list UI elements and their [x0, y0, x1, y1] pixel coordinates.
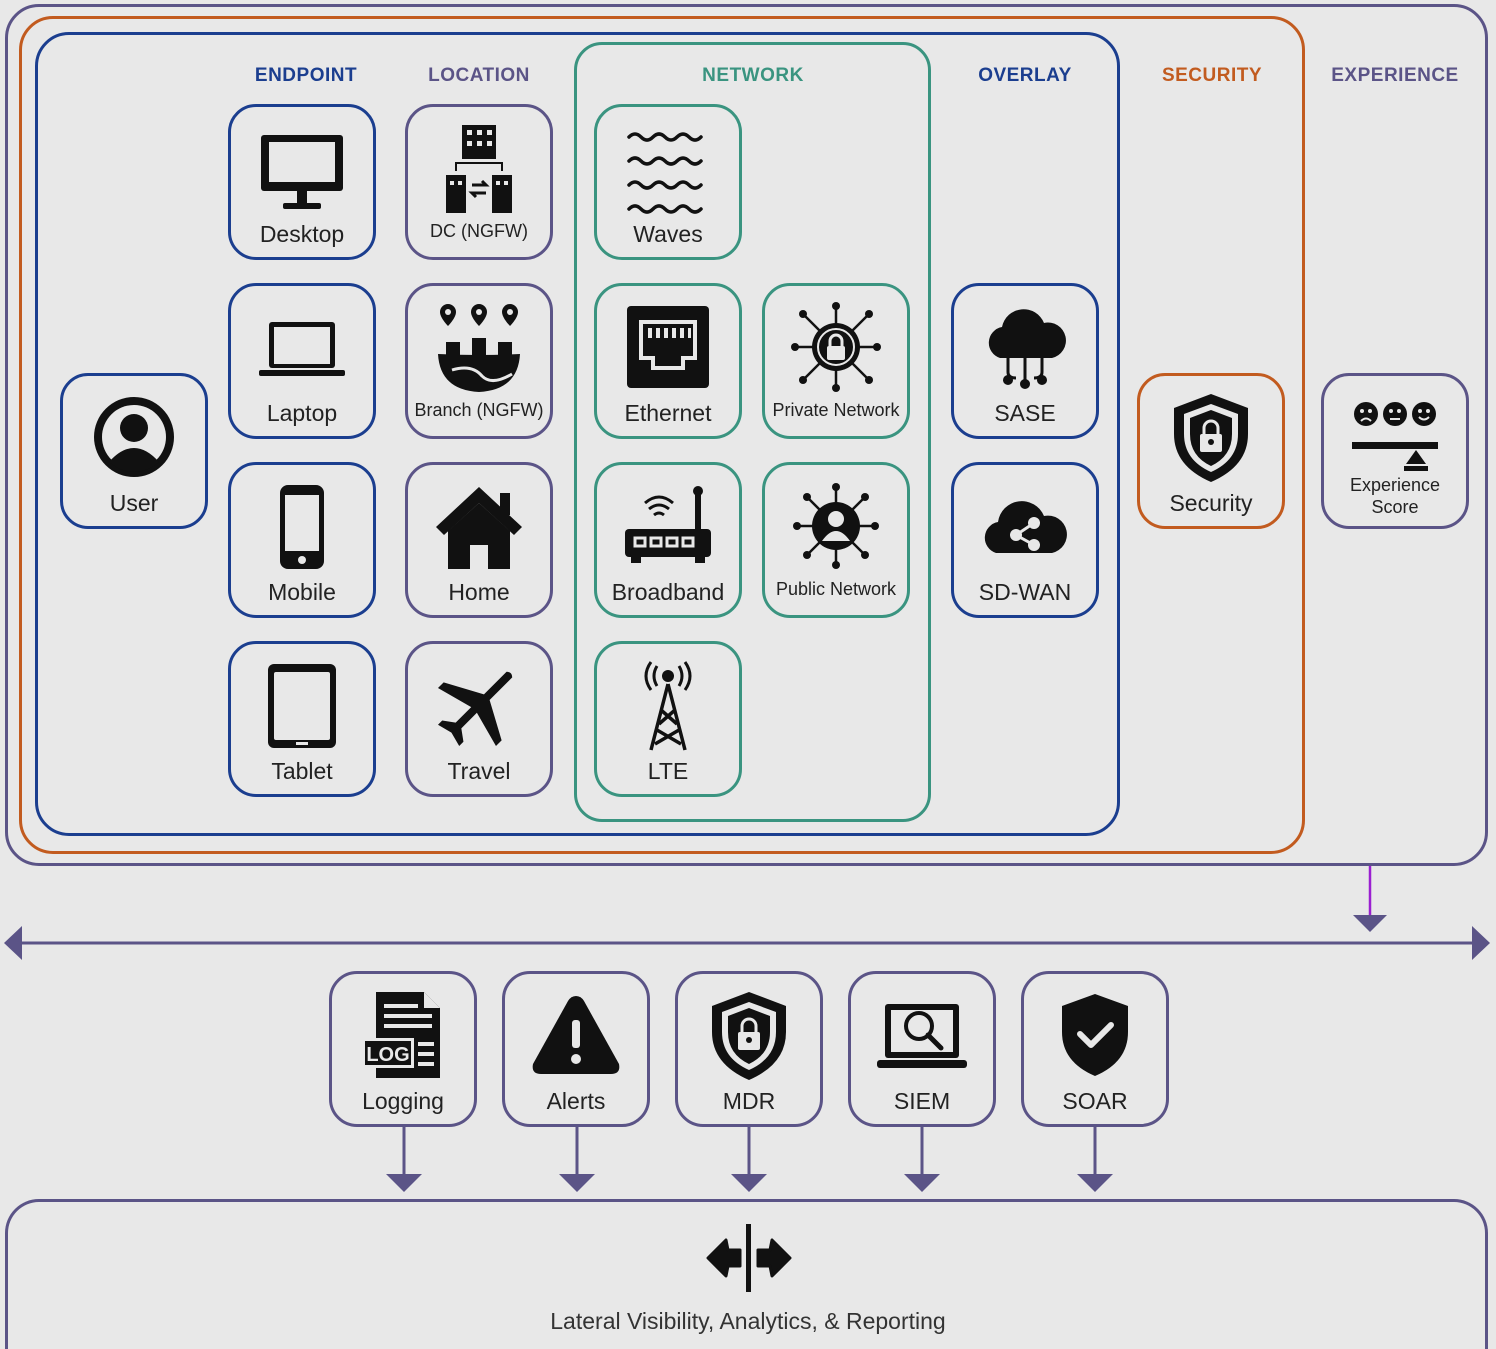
tile-broadband[interactable]: Broadband [594, 462, 742, 618]
visibility-label: Lateral Visibility, Analytics, & Reporti… [550, 1308, 946, 1334]
logging-down-arrowhead [386, 1174, 422, 1192]
shield-lock-icon [712, 992, 786, 1080]
tile-dc[interactable]: DC (NGFW) [405, 104, 553, 260]
alerts-down-arrowhead [559, 1174, 595, 1192]
tile-security-label: Security [1169, 490, 1253, 516]
user-icon [94, 397, 174, 477]
tile-branch[interactable]: Branch (NGFW) [405, 283, 553, 439]
tile-mdr[interactable]: MDR [675, 971, 823, 1127]
tile-alerts-label: Alerts [546, 1088, 606, 1114]
tile-logging-label: Logging [362, 1088, 444, 1114]
tile-laptop[interactable]: Laptop [228, 283, 376, 439]
laptop-icon [259, 322, 345, 376]
header-endpoint: ENDPOINT [254, 65, 358, 86]
tile-sase[interactable]: SASE [951, 283, 1099, 439]
mobile-icon [280, 485, 324, 569]
desktop-icon [261, 135, 343, 209]
log-icon-text: LOG [366, 1044, 409, 1066]
tile-lte-label: LTE [647, 758, 689, 784]
tile-desktop-label: Desktop [259, 221, 345, 247]
warning-icon [532, 996, 620, 1074]
bus-left-arrowhead [4, 926, 22, 960]
visibility-frame [5, 1199, 1488, 1349]
datacenter-icon [446, 125, 512, 213]
home-icon [436, 487, 522, 569]
mdr-down-arrowhead [731, 1174, 767, 1192]
experience-label-line2: Score [1371, 497, 1419, 517]
experience-down-arrowhead [1353, 915, 1387, 932]
experience-frame [5, 4, 1488, 866]
tile-public-network[interactable]: Public Network [762, 462, 910, 618]
tile-travel-label: Travel [447, 758, 511, 784]
private-network-icon [791, 302, 881, 392]
soar-down-arrowhead [1077, 1174, 1113, 1192]
tile-siem[interactable]: SIEM [848, 971, 996, 1127]
tile-desktop[interactable]: Desktop [228, 104, 376, 260]
tablet-icon [268, 664, 336, 748]
experience-label-line1: Experience [1349, 475, 1441, 495]
tile-sdwan-label: SD-WAN [978, 579, 1072, 605]
overlay-frame [35, 32, 1120, 836]
tile-logging[interactable]: LOG Logging [329, 971, 477, 1127]
header-network: NETWORK [702, 65, 804, 86]
tile-private-network-label: Private Network [772, 400, 900, 420]
security-frame [19, 16, 1305, 854]
lateral-arrows-icon [706, 1224, 792, 1292]
tile-mobile-label: Mobile [268, 579, 336, 605]
tile-mdr-label: MDR [722, 1088, 776, 1114]
tile-security[interactable]: Security [1137, 373, 1285, 529]
cell-tower-icon [644, 661, 692, 751]
shield-lock-icon [1174, 394, 1248, 482]
shield-check-icon [1062, 994, 1128, 1076]
tile-travel[interactable]: Travel [405, 641, 553, 797]
tile-siem-label: SIEM [893, 1088, 951, 1114]
waves-icon [627, 132, 703, 214]
network-frame [574, 42, 931, 822]
tile-experience-score-label: Experience Score [1324, 474, 1466, 518]
tile-soar[interactable]: SOAR [1021, 971, 1169, 1127]
siem-down-arrowhead [904, 1174, 940, 1192]
router-icon [625, 486, 711, 563]
tile-sdwan[interactable]: SD-WAN [951, 462, 1099, 618]
tile-ethernet[interactable]: Ethernet [594, 283, 742, 439]
tile-tablet-label: Tablet [271, 758, 333, 784]
tile-branch-label: Branch (NGFW) [414, 400, 544, 420]
tile-public-network-label: Public Network [775, 579, 897, 599]
header-security: SECURITY [1161, 65, 1263, 86]
tile-lte[interactable]: LTE [594, 641, 742, 797]
tile-waves[interactable]: Waves [594, 104, 742, 260]
branch-map-icon [438, 304, 520, 392]
tile-broadband-label: Broadband [611, 579, 725, 605]
tile-experience-score[interactable]: Experience Score [1321, 373, 1469, 529]
header-location: LOCATION [428, 65, 530, 86]
tile-laptop-label: Laptop [266, 400, 338, 426]
airplane-icon [437, 671, 513, 747]
public-network-icon [793, 483, 879, 569]
experience-meter-icon [1352, 402, 1438, 471]
tile-sase-label: SASE [994, 400, 1056, 426]
tile-tablet[interactable]: Tablet [228, 641, 376, 797]
tile-soar-label: SOAR [1062, 1088, 1128, 1114]
laptop-search-icon [877, 1004, 967, 1068]
header-experience: EXPERIENCE [1331, 65, 1459, 86]
tile-ethernet-label: Ethernet [624, 400, 712, 426]
tile-user[interactable]: User [60, 373, 208, 529]
tile-private-network[interactable]: Private Network [762, 283, 910, 439]
tile-dc-label: DC (NGFW) [430, 221, 528, 241]
bus-right-arrowhead [1472, 926, 1490, 960]
log-document-icon: LOG [362, 992, 440, 1078]
cloud-share-icon [984, 501, 1067, 553]
tile-mobile[interactable]: Mobile [228, 462, 376, 618]
header-overlay: OVERLAY [978, 65, 1072, 86]
tile-waves-label: Waves [633, 221, 703, 247]
tile-home[interactable]: Home [405, 462, 553, 618]
tile-home-label: Home [448, 579, 510, 605]
tile-user-label: User [109, 490, 159, 516]
ethernet-port-icon [627, 306, 709, 388]
tile-alerts[interactable]: Alerts [502, 971, 650, 1127]
cloud-network-icon [988, 309, 1066, 389]
